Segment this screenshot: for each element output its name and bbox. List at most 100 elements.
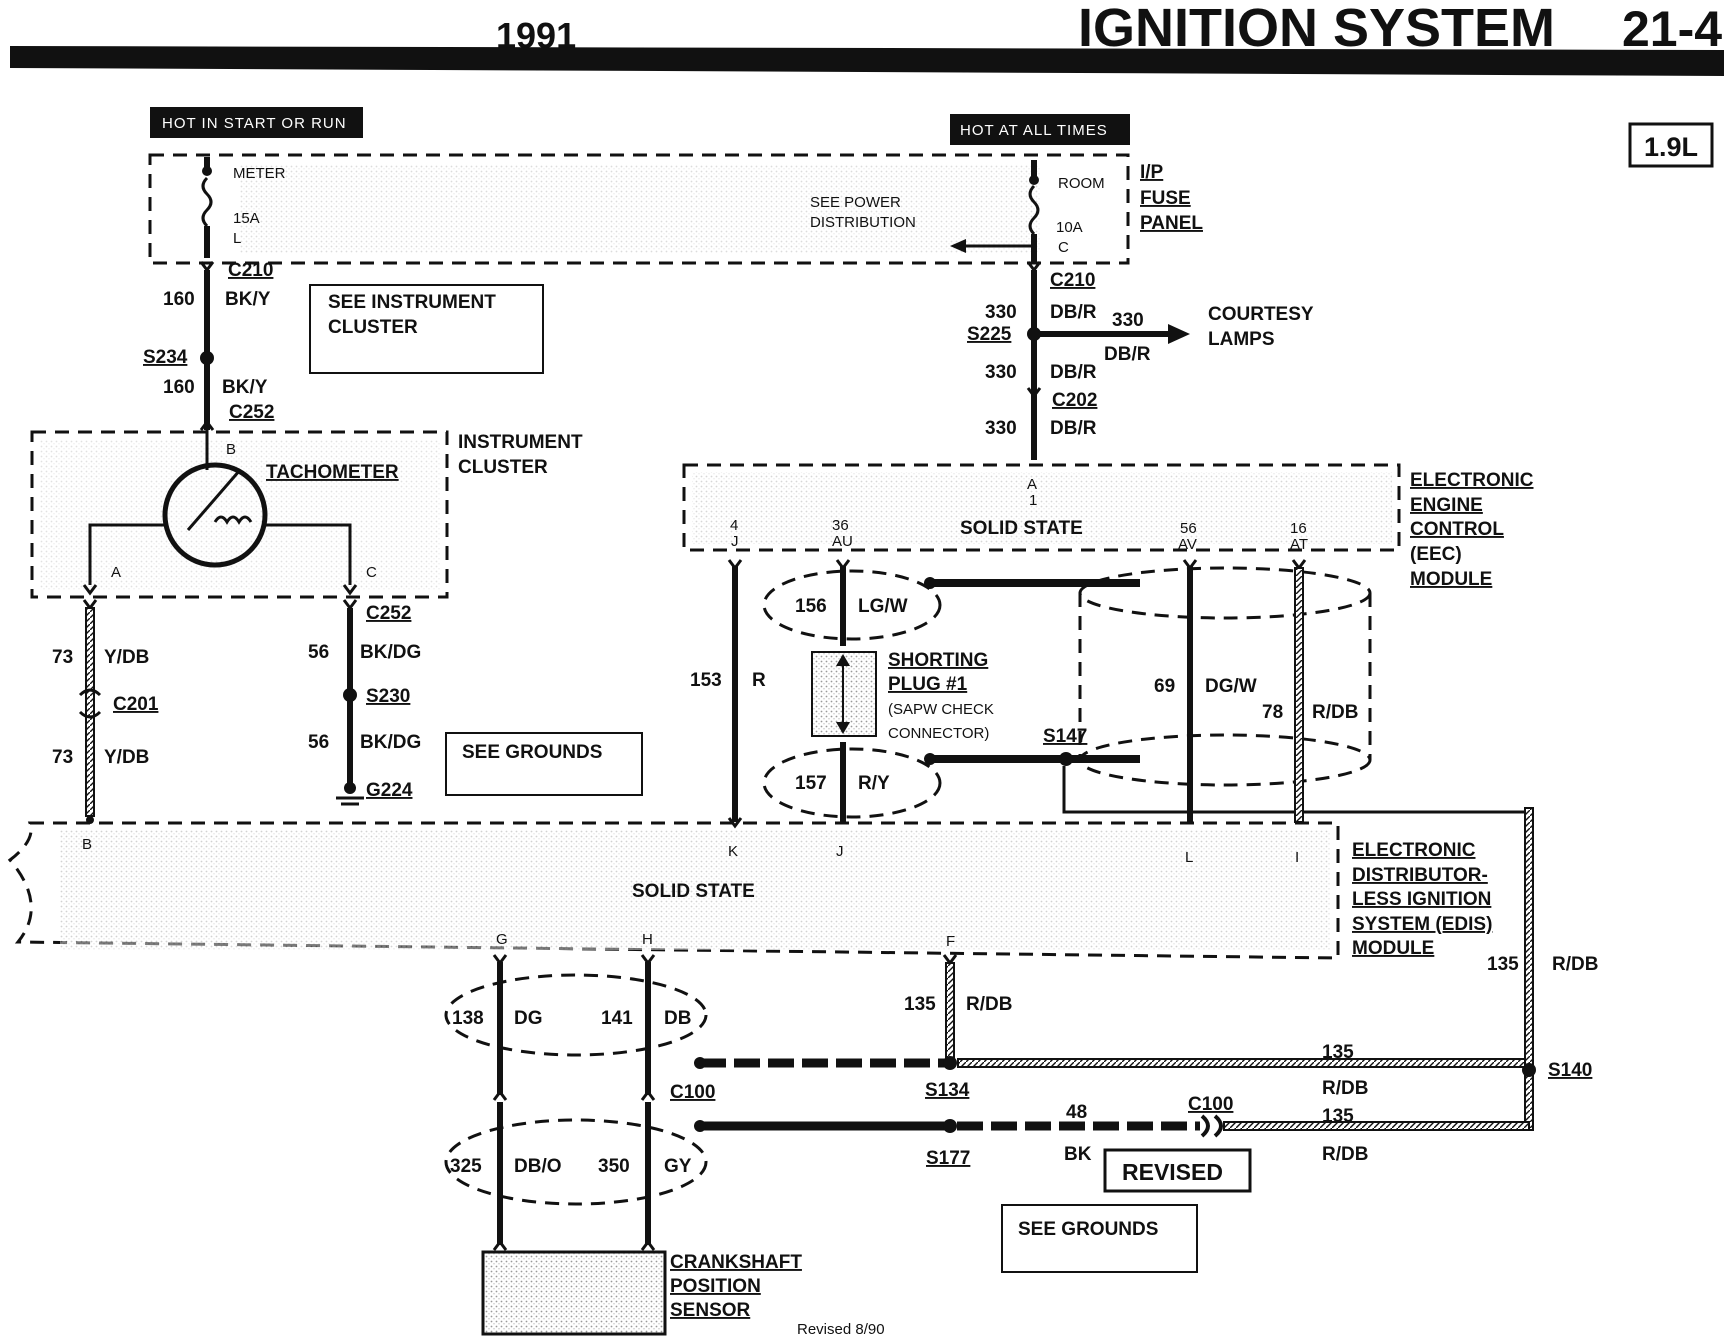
connector-78-top [1291,559,1307,571]
s140-label: S140 [1548,1060,1592,1081]
wire-56a-number: 56 [308,642,329,663]
wire-73b-color: Y/DB [104,747,149,768]
left-branch: C210 160 BK/Y S234 160 BK/Y C252 SEE INS… [30,260,643,824]
see-instrument-cluster-box [309,284,544,374]
wire-69-color: DG/W [1205,676,1257,697]
edis-pin-k: K [728,843,738,860]
splice-s230 [343,688,357,702]
tach-needle [186,469,242,531]
wire-56a-color: BK/DG [360,642,421,663]
wire-330-lamp-color: DB/R [1104,344,1151,365]
tach-pin-a-arrow [82,584,98,596]
wire-69-number: 69 [1154,676,1175,697]
tach-pin-c: C [366,564,377,581]
eec-pin-56-num: 56 [1180,520,1197,537]
revised-box [1103,1148,1252,1193]
wire-330c-number: 330 [985,418,1017,439]
wire-160a-color: BK/Y [225,289,271,310]
splice-s177 [943,1119,957,1133]
wire-135-low-color: R/DB [1322,1144,1368,1165]
wire-141-number: 141 [601,1008,633,1029]
see-grounds-box-left [445,732,643,796]
tach-wire-c [265,523,352,585]
s147-label: S147 [1043,726,1087,747]
eec-module-shading [692,472,1392,544]
eec-pin-a: A [1027,476,1037,493]
fuse-panel-label-2: FUSE [1140,188,1191,209]
courtesy-lamps-line2: LAMPS [1208,329,1275,350]
shorting-plug-arrow-up [836,654,850,666]
wire-56b-number: 56 [308,732,329,753]
connector-c201-top [78,688,102,697]
sensor-label-3: SENSOR [670,1300,751,1321]
fuse-meter-node [202,166,212,176]
s230-label: S230 [366,686,410,707]
fuse-meter-name: METER [233,165,286,182]
s225-label: S225 [967,324,1012,345]
wire-330a-number: 330 [985,302,1017,323]
edis-pin-b: B [82,836,92,853]
eec-label-2: ENGINE [1410,495,1483,516]
c100-label-b: C100 [1188,1094,1233,1115]
sensor-label-1: CRANKSHAFT [670,1252,802,1273]
c252-top-label: C252 [229,402,274,423]
edis-pin-g: G [496,931,508,948]
fuse-meter-icon [201,176,213,228]
eec-pin-j: J [731,533,739,550]
sensor-label-2: POSITION [670,1276,761,1297]
wire-330-lamp-number: 330 [1112,310,1144,331]
edis-pin-f: F [946,933,955,950]
connector-138-top [492,954,508,966]
tachometer-label: TACHOMETER [266,462,399,483]
cluster-label-2: CLUSTER [458,457,548,478]
tach-wire-a [88,523,165,585]
c202-label: C202 [1052,390,1097,411]
edis-module: B K J L I SOLID STATE ELECTRONIC DISTRIB… [7,821,1492,960]
connector-c100-141 [640,1089,656,1101]
fuse-panel-shading [240,165,1040,253]
wire-157-color: R/Y [858,773,890,794]
wire-135-mid-color: R/DB [1322,1078,1368,1099]
wire-135-mid [957,1058,1526,1068]
tach-pin-c-arrow [342,584,358,596]
power-distribution-arrow [950,239,966,253]
wire-160b-color: BK/Y [222,377,268,398]
revised-box-text: REVISED [1122,1159,1223,1185]
edis-label-3: LESS IGNITION [1352,889,1491,910]
wire-156-number: 156 [795,596,827,617]
edis-pin-l: L [1185,849,1193,866]
engine-badge [1628,122,1714,168]
edis-pin-j: J [836,843,844,860]
wire-160b-number: 160 [163,377,195,398]
g224-label: G224 [366,780,413,801]
wire-330c-color: DB/R [1050,418,1097,439]
wire-325-number: 325 [450,1156,482,1177]
see-power-line1: SEE POWER [810,194,901,211]
wire-157-number: 157 [795,773,827,794]
connector-135f-top [942,954,958,966]
tach-pin-a: A [111,564,121,581]
eec-label-5: MODULE [1410,569,1492,590]
connector-c252-top [199,419,215,431]
shield-325-350 [444,1118,708,1206]
edis-pin-i: I [1295,849,1299,866]
wire-330a-color: DB/R [1050,302,1097,323]
cluster-label-1: INSTRUMENT [458,432,583,453]
hot-in-start-run-text: HOT IN START OR RUN [162,115,347,132]
s147-to-s140-line [1062,766,1525,814]
wire-78-color: R/DB [1312,702,1358,723]
shield-drain-node-top [924,577,936,589]
shorting-line4: CONNECTOR) [888,725,989,742]
wire-330b-color: DB/R [1050,362,1097,383]
wire-138-color: DG [514,1008,543,1029]
fuse-room-name: ROOM [1058,175,1105,192]
fuse-room-icon [1028,184,1040,236]
shorting-line3: (SAPW CHECK [888,701,994,718]
c252-bottom-label: C252 [366,603,411,624]
header-rule [10,46,1724,76]
ground-g224-node [344,782,356,794]
revised-note: Revised 8/90 [797,1321,885,1338]
shield-69-78-top [1078,566,1372,620]
wire-135f-number: 135 [904,994,936,1015]
